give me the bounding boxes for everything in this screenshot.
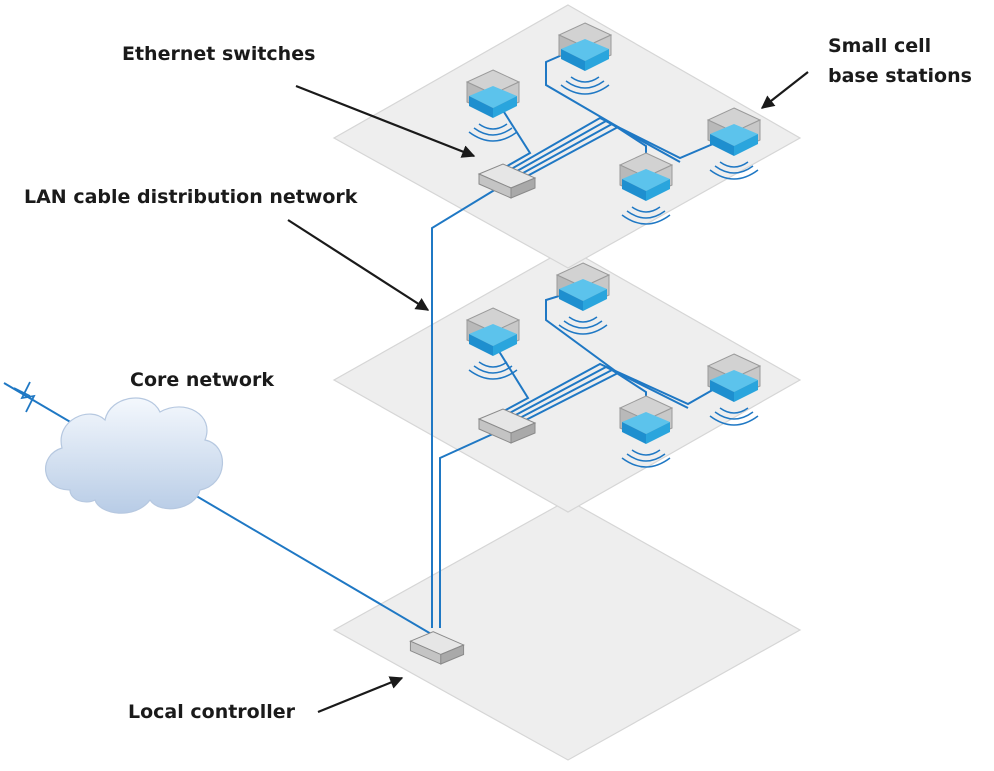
arrow-local-controller	[317, 676, 404, 714]
label-core-network: Core network	[130, 369, 274, 391]
label-small-cell-1: Small cell	[828, 35, 931, 57]
cloud-icon	[45, 397, 223, 514]
floor-middle	[332, 247, 802, 513]
arrow-ethernet-switches	[295, 84, 476, 158]
label-ethernet-switches: Ethernet switches	[122, 43, 315, 65]
label-local-controller: Local controller	[128, 701, 296, 723]
local-controller-box	[409, 631, 465, 665]
lightning-link-icon	[13, 381, 36, 413]
floor-bottom	[332, 499, 802, 761]
arrow-small-cell	[760, 71, 809, 109]
core-network-link	[3, 382, 439, 639]
label-small-cell-2: base stations	[828, 65, 972, 87]
lan-cable-riser	[431, 182, 507, 628]
label-lan-cable: LAN cable distribution network	[24, 186, 358, 208]
arrow-lan-cable	[287, 219, 430, 311]
